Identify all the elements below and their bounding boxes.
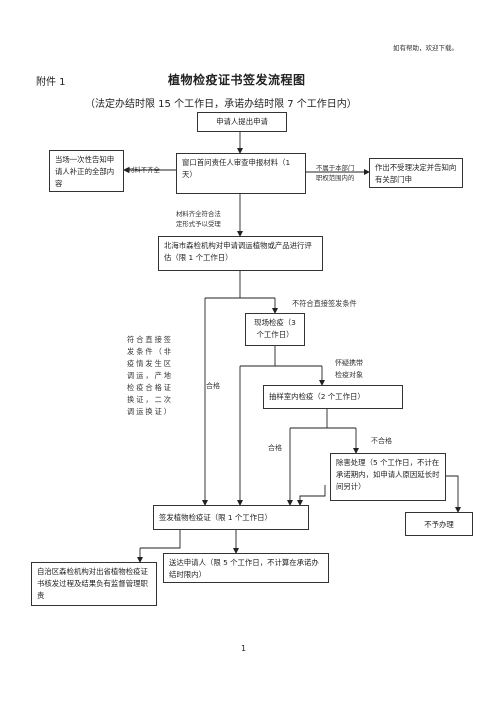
node-supervise: 自治区森检机构对出省植物检疫证书核发过程及结果负有监督管理职责 <box>31 562 157 606</box>
label-direct-cond: 符合直接签发条件（非疫情发生区调运，产地检疫合格证换证，二次调运换证） <box>127 335 173 416</box>
page-title: 植物检疫证书签发流程图 <box>168 73 306 87</box>
node-reject-decision: 作出不受理决定并告知向有关部门申 <box>369 158 463 188</box>
node-notify-all: 当场一次性告知申请人补正的全部内容 <box>49 150 124 192</box>
arrow-treat-issue <box>297 485 326 506</box>
header-note: 如有帮助，欢迎下载。 <box>393 44 458 52</box>
label-fail: 不合格 <box>371 437 392 445</box>
node-issue-cert: 签发植物检疫证（限 1 个工作日） <box>153 505 309 530</box>
arrow-treat-nothandle <box>446 475 461 513</box>
label-not-direct: 不符合直接签发条件 <box>292 299 357 308</box>
node-deliver: 送达申请人（限 5 个工作日，不计算在承诺办结时限内） <box>163 553 329 583</box>
label-pass-lab: 合格 <box>268 444 282 452</box>
node-apply: 申请人提出申请 <box>197 112 287 132</box>
page-number: 1 <box>241 644 247 653</box>
node-site-inspect: 现场检疫（3 个工作日） <box>245 313 305 346</box>
label-accepted: 材料齐全符合法 定形式予以受理 <box>176 210 221 228</box>
label-incomplete: 材料不齐全 <box>128 166 160 174</box>
label-suspect: 怀疑携带 检疫对象 <box>335 359 363 379</box>
node-not-handle: 不予办理 <box>405 512 473 536</box>
node-lab-inspect: 抽样室内检疫（2 个工作日） <box>263 385 403 409</box>
label-pass-site: 合格 <box>206 382 220 390</box>
attachment-label: 附件 1 <box>36 77 66 88</box>
line-issue-supervise-v <box>140 530 181 549</box>
node-evaluate: 北海市森检机构对申请调运植物或产品进行评估（限 1 个工作日） <box>158 236 323 271</box>
page-subtitle: （法定办结时限 15 个工作日，承诺办结时限 7 个工作日内） <box>85 99 357 110</box>
label-out-of-scope: 不属于本部门 职权范围内的 <box>316 164 355 182</box>
node-window-review: 窗口首问责任人审查申报材料（1 天） <box>176 153 306 194</box>
node-pest-treat: 除害处理（5 个工作日，不计在承诺期内，如申请人原因延长时间另计） <box>330 453 446 501</box>
